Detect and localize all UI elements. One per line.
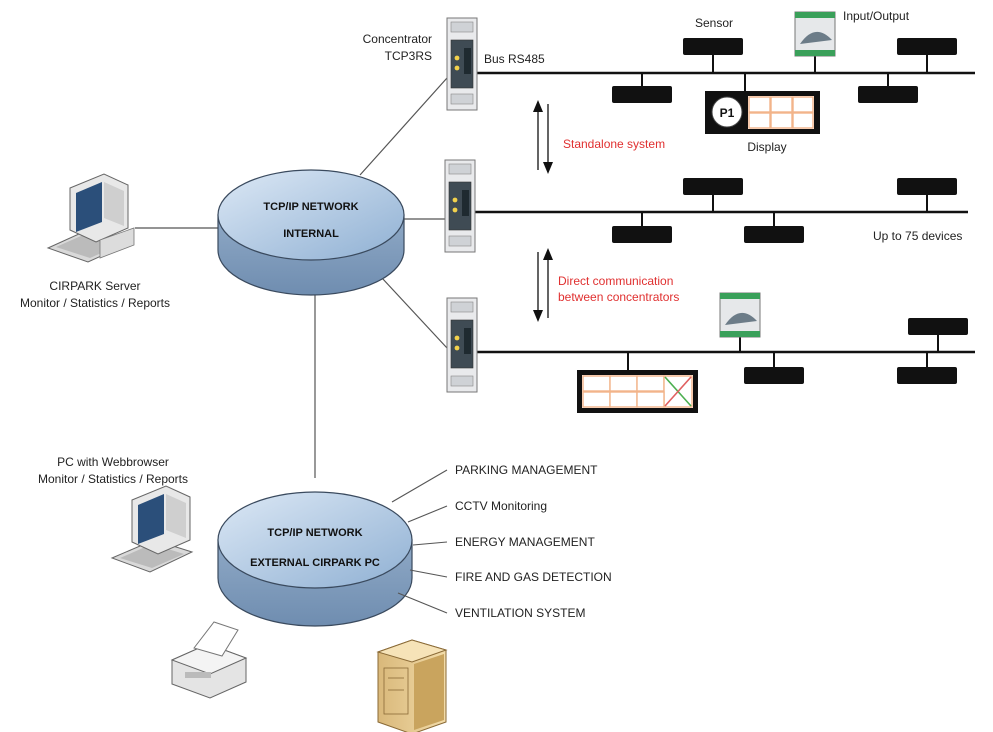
standalone-label: Standalone system	[563, 137, 665, 151]
network-internal-subtitle: INTERNAL	[283, 228, 339, 240]
sensor-label: Sensor	[695, 16, 733, 30]
service-parking: PARKING MANAGEMENT	[455, 463, 598, 477]
direct-comm-arrows	[533, 248, 553, 322]
link-concentrator-1	[359, 77, 448, 176]
network-external-subtitle: EXTERNAL CIRPARK PC	[250, 557, 380, 569]
direct-comm-label-2: between concentrators	[558, 290, 679, 304]
network-external: TCP/IP NETWORK EXTERNAL CIRPARK PC	[217, 491, 413, 627]
concentrator-label-1: Concentrator	[363, 32, 432, 46]
concentrator-label-2: TCP3RS	[385, 49, 432, 63]
concentrator-2	[444, 159, 476, 253]
service-ventilation: VENTILATION SYSTEM	[455, 606, 585, 620]
display-label: Display	[747, 140, 786, 154]
service-cctv: CCTV Monitoring	[455, 499, 547, 513]
device-limit-label: Up to 75 devices	[873, 229, 962, 243]
printer-icon	[170, 621, 248, 699]
standalone-arrows	[533, 100, 553, 174]
network-external-title: TCP/IP NETWORK	[267, 527, 362, 539]
sensor-11	[897, 352, 957, 384]
service-energy: ENERGY MANAGEMENT	[455, 535, 595, 549]
service-links	[391, 469, 448, 614]
sensor-2	[897, 38, 957, 73]
server-cabinet-icon	[376, 639, 448, 732]
network-internal-title: TCP/IP NETWORK	[263, 201, 358, 213]
display-p1-label: P1	[720, 106, 735, 120]
web-pc-label-2: Monitor / Statistics / Reports	[38, 472, 188, 486]
sensor-8	[744, 212, 804, 243]
server-label-2: Monitor / Statistics / Reports	[20, 296, 170, 310]
network-internal: TCP/IP NETWORK INTERNAL	[217, 169, 405, 296]
display-1: P1	[705, 73, 820, 134]
io-module-2	[719, 292, 761, 352]
bus-label: Bus RS485	[484, 52, 545, 66]
concentrator-1	[446, 17, 478, 111]
sensor-5	[683, 178, 743, 212]
service-fire-gas: FIRE AND GAS DETECTION	[455, 570, 612, 584]
web-pc-icon	[110, 485, 194, 573]
display-2	[577, 352, 698, 413]
sensor-4	[858, 73, 918, 103]
direct-comm-label-1: Direct communication	[558, 274, 673, 288]
sensor-9	[908, 318, 968, 352]
sensor-10	[744, 352, 804, 384]
server-computer-icon	[46, 173, 135, 263]
io-label: Input/Output	[843, 9, 910, 23]
sensor-7	[612, 212, 672, 243]
server-label-1: CIRPARK Server	[49, 279, 140, 293]
link-concentrator-3	[381, 277, 448, 349]
sensor-3	[612, 73, 672, 103]
concentrator-3	[446, 297, 478, 393]
sensor-6	[897, 178, 957, 212]
sensor-1	[683, 38, 743, 73]
web-pc-label-1: PC with Webbrowser	[57, 455, 169, 469]
io-module-1	[794, 11, 836, 73]
